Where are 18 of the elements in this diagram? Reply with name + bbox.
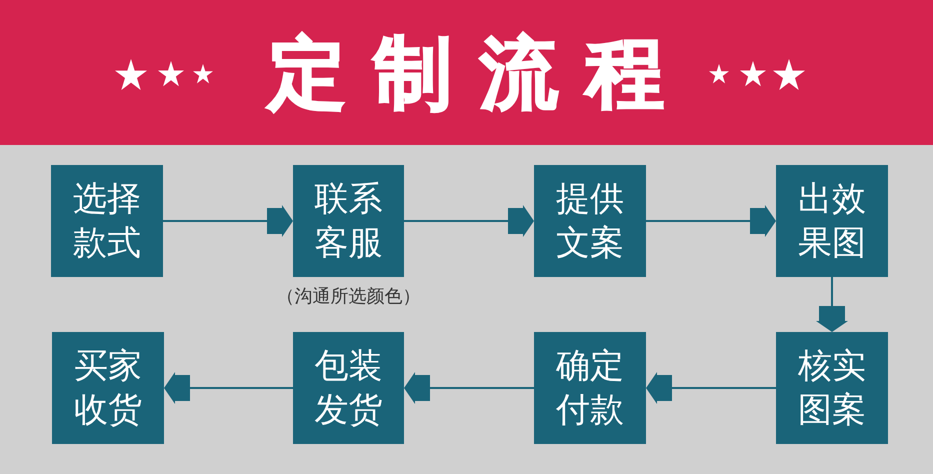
process-box (52, 332, 164, 444)
process-box (534, 332, 646, 444)
step-label: 核实图案 (797, 345, 867, 432)
process-box (51, 165, 163, 277)
process-box (293, 332, 404, 444)
process-box (776, 332, 888, 444)
step-label: 选择款式 (72, 178, 142, 265)
step-label: 确定付款 (555, 345, 625, 432)
step-note: （沟通所选颜色） (276, 286, 420, 308)
step-label: 买家收货 (73, 345, 143, 432)
step-label: 联系客服 (314, 178, 384, 265)
process-box (534, 165, 646, 277)
step-label: 包装发货 (314, 345, 384, 432)
step-label: 提供文案 (555, 178, 625, 265)
process-box (293, 165, 404, 277)
title: 定制流程 (266, 33, 692, 115)
process-box (776, 165, 888, 277)
step-label: 出效果图 (797, 178, 867, 265)
